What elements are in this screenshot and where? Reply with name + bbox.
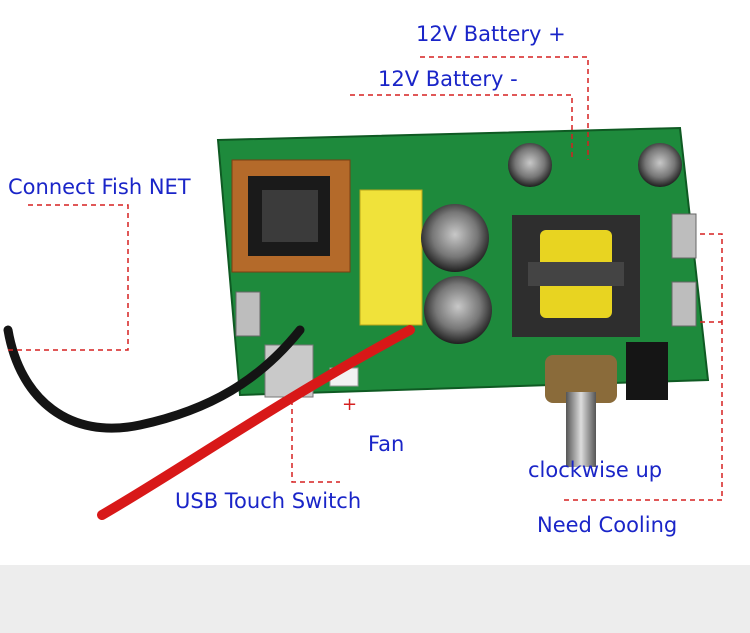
x-capacitor [359, 189, 423, 326]
mosfet-1 [671, 213, 697, 259]
transformer [512, 215, 640, 337]
capacitor-2 [424, 276, 492, 344]
capacitor-3 [508, 143, 552, 187]
usb-switch-label: USB Touch Switch [175, 489, 362, 513]
background-band [0, 565, 750, 633]
battery-plus-label: 12V Battery + [416, 22, 566, 46]
capacitor-4 [638, 143, 682, 187]
black-wire [3, 325, 305, 433]
red-wire [97, 325, 415, 520]
toroid-inductor [231, 159, 351, 273]
need-cooling-label: Need Cooling [537, 513, 678, 537]
potentiometer [545, 355, 617, 467]
mosfet-2 [671, 281, 697, 327]
mosfet-3 [235, 291, 261, 337]
fish-net-label: Connect Fish NET [8, 175, 191, 199]
clockwise-label: clockwise up [528, 458, 663, 482]
plus-mark: + [342, 394, 357, 415]
fan-label: Fan [368, 432, 405, 456]
dc-jack [626, 342, 668, 400]
leader-lines [8, 56, 723, 501]
capacitor-1 [421, 204, 489, 272]
battery-minus-label: 12V Battery - [378, 67, 518, 91]
